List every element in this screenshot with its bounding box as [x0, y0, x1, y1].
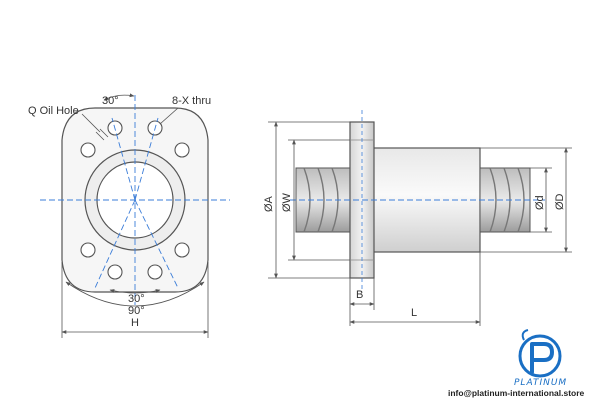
bolt-hole	[147, 264, 163, 280]
front-centerlines	[40, 95, 230, 305]
dimension-l	[349, 252, 481, 326]
dimension-b	[349, 278, 375, 310]
length-label: L	[411, 307, 417, 319]
logo-p-icon	[530, 342, 555, 374]
flange-width-label: B	[356, 289, 363, 301]
diameter-d-small-label: Ød	[534, 195, 546, 210]
bolt-hole	[80, 142, 96, 158]
website-text: info@platinum-international.store	[448, 388, 585, 398]
dimension-h	[61, 262, 209, 338]
bolt-hole	[107, 264, 123, 280]
screw-shaft-right	[479, 167, 531, 233]
bolt-hole	[174, 142, 190, 158]
angle-top-label: 30°	[102, 95, 119, 107]
angle-90-label: 90°	[128, 305, 145, 317]
dimension-d-large	[480, 147, 572, 253]
oil-hole	[95, 128, 109, 141]
front-view: 30° Q Oil Hole 8-X thru 30° 90° H	[28, 93, 230, 338]
diameter-w-label: ØW	[281, 192, 293, 212]
bolt-hole	[174, 242, 190, 258]
angle-arc-90	[65, 281, 205, 307]
height-label: H	[131, 317, 139, 329]
bolt-hole-label: 8-X thru	[172, 95, 211, 107]
oil-hole-label: Q Oil Hole	[28, 105, 79, 117]
angle-arc-top	[103, 93, 135, 101]
bolt-hole-leader	[159, 107, 179, 125]
diameter-d-large-label: ØD	[554, 193, 566, 210]
angle-arc-bottom	[109, 289, 161, 294]
diameter-a-label: ØA	[263, 195, 275, 212]
dimension-w	[288, 139, 350, 261]
logo-wordmark: PLATINUM	[514, 378, 567, 388]
dimension-d-small	[530, 167, 552, 233]
bolt-hole	[80, 242, 96, 258]
oil-hole-leader	[81, 113, 101, 133]
logo-ring-icon	[518, 334, 562, 378]
side-view: ØA ØW Ød ØD B	[263, 110, 572, 326]
dimension-a	[268, 121, 350, 279]
angle-bottom-label: 30°	[128, 293, 145, 305]
brand-logo: PLATINUM info@platinum-international.sto…	[448, 329, 585, 398]
